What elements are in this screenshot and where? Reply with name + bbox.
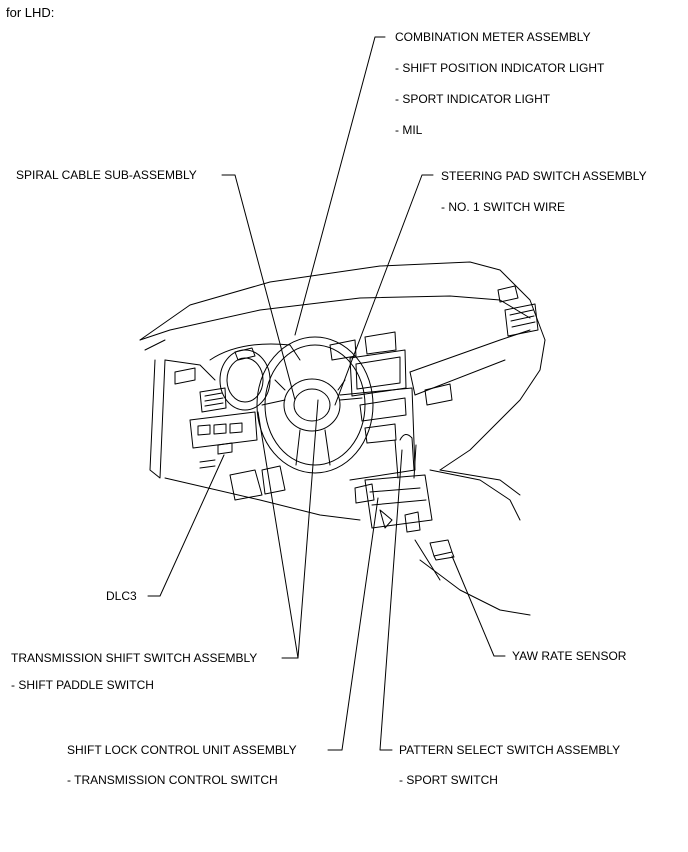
meter-cluster: [209, 343, 301, 411]
label-shift-position-indicator-light: - SHIFT POSITION INDICATOR LIGHT: [395, 61, 605, 75]
label-yaw-rate-sensor: YAW RATE SENSOR: [512, 649, 627, 663]
diagram-title: for LHD:: [6, 5, 55, 20]
label-transmission-control-switch: - TRANSMISSION CONTROL SWITCH: [67, 773, 278, 787]
label-sport-indicator-light: - SPORT INDICATOR LIGHT: [395, 92, 551, 106]
label-combination-meter: COMBINATION METER ASSEMBLY: [395, 30, 591, 44]
air-vents: [174, 285, 539, 413]
center-stack: [339, 349, 416, 481]
leader-lines: [147, 36, 506, 751]
steering-wheel: [256, 336, 374, 474]
label-mil: - MIL: [395, 123, 423, 137]
label-sport-switch: - SPORT SWITCH: [399, 773, 498, 787]
label-steering-pad-switch: STEERING PAD SWITCH ASSEMBLY: [441, 169, 647, 183]
label-pattern-select-switch: PATTERN SELECT SWITCH ASSEMBLY: [399, 743, 621, 757]
console-shifter: [354, 434, 531, 616]
label-spiral-cable: SPIRAL CABLE SUB-ASSEMBLY: [16, 168, 197, 182]
label-shift-paddle-switch: - SHIFT PADDLE SWITCH: [11, 678, 154, 692]
yaw-rate-sensor-shape: [429, 539, 455, 561]
glovebox: [424, 383, 453, 406]
label-dlc3: DLC3: [106, 589, 137, 603]
label-no1-switch-wire: - NO. 1 SWITCH WIRE: [441, 200, 565, 214]
lower-panel: [164, 411, 361, 521]
label-shift-lock-control-unit: SHIFT LOCK CONTROL UNIT ASSEMBLY: [67, 743, 297, 757]
label-transmission-shift-switch: TRANSMISSION SHIFT SWITCH ASSEMBLY: [11, 651, 258, 665]
dashboard-outline: [139, 261, 546, 496]
